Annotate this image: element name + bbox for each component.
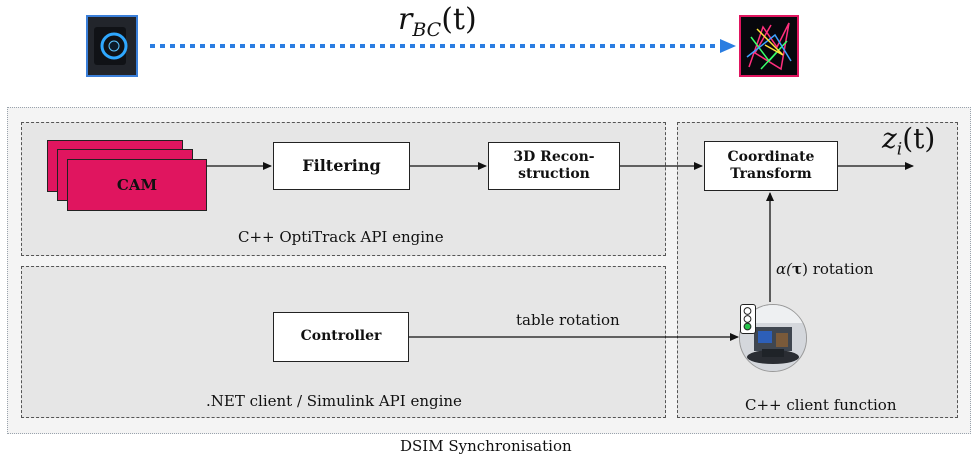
transform-label-line2: Transform [730,166,812,182]
output-label: zi(t) [882,122,936,160]
camera-device-icon [86,15,138,77]
simulink-panel-label: .NET client / Simulink API engine [206,392,462,410]
cam-label: CAM [116,175,158,194]
optitrack-panel-label: C++ OptiTrack API engine [238,228,444,246]
tracked-skeleton-icon [739,15,799,77]
figure-caption: DSIM Synchronisation [400,437,572,455]
recon-label-line2: struction [518,166,590,182]
controller-block: Controller [273,312,409,362]
recon-label-line1: 3D Recon- [513,148,595,165]
filtering-label: Filtering [302,156,381,175]
alpha-rotation-label: α(τ) rotation [776,260,874,278]
traffic-light-icon [740,304,756,334]
signal-dotted-arrow [150,39,736,53]
controller-label: Controller [300,328,382,345]
signal-label: rBC(t) [398,2,477,41]
table-rotation-label: table rotation [516,311,620,329]
filtering-block: Filtering [273,142,410,190]
client-panel-label: C++ client function [745,396,897,414]
reconstruction-block: 3D Recon- struction [488,142,620,190]
rotary-table-photo-icon [739,304,807,372]
transform-label-line1: Coordinate [727,148,815,165]
cam-block: CAM [67,159,207,211]
coordinate-transform-block: Coordinate Transform [704,141,838,191]
